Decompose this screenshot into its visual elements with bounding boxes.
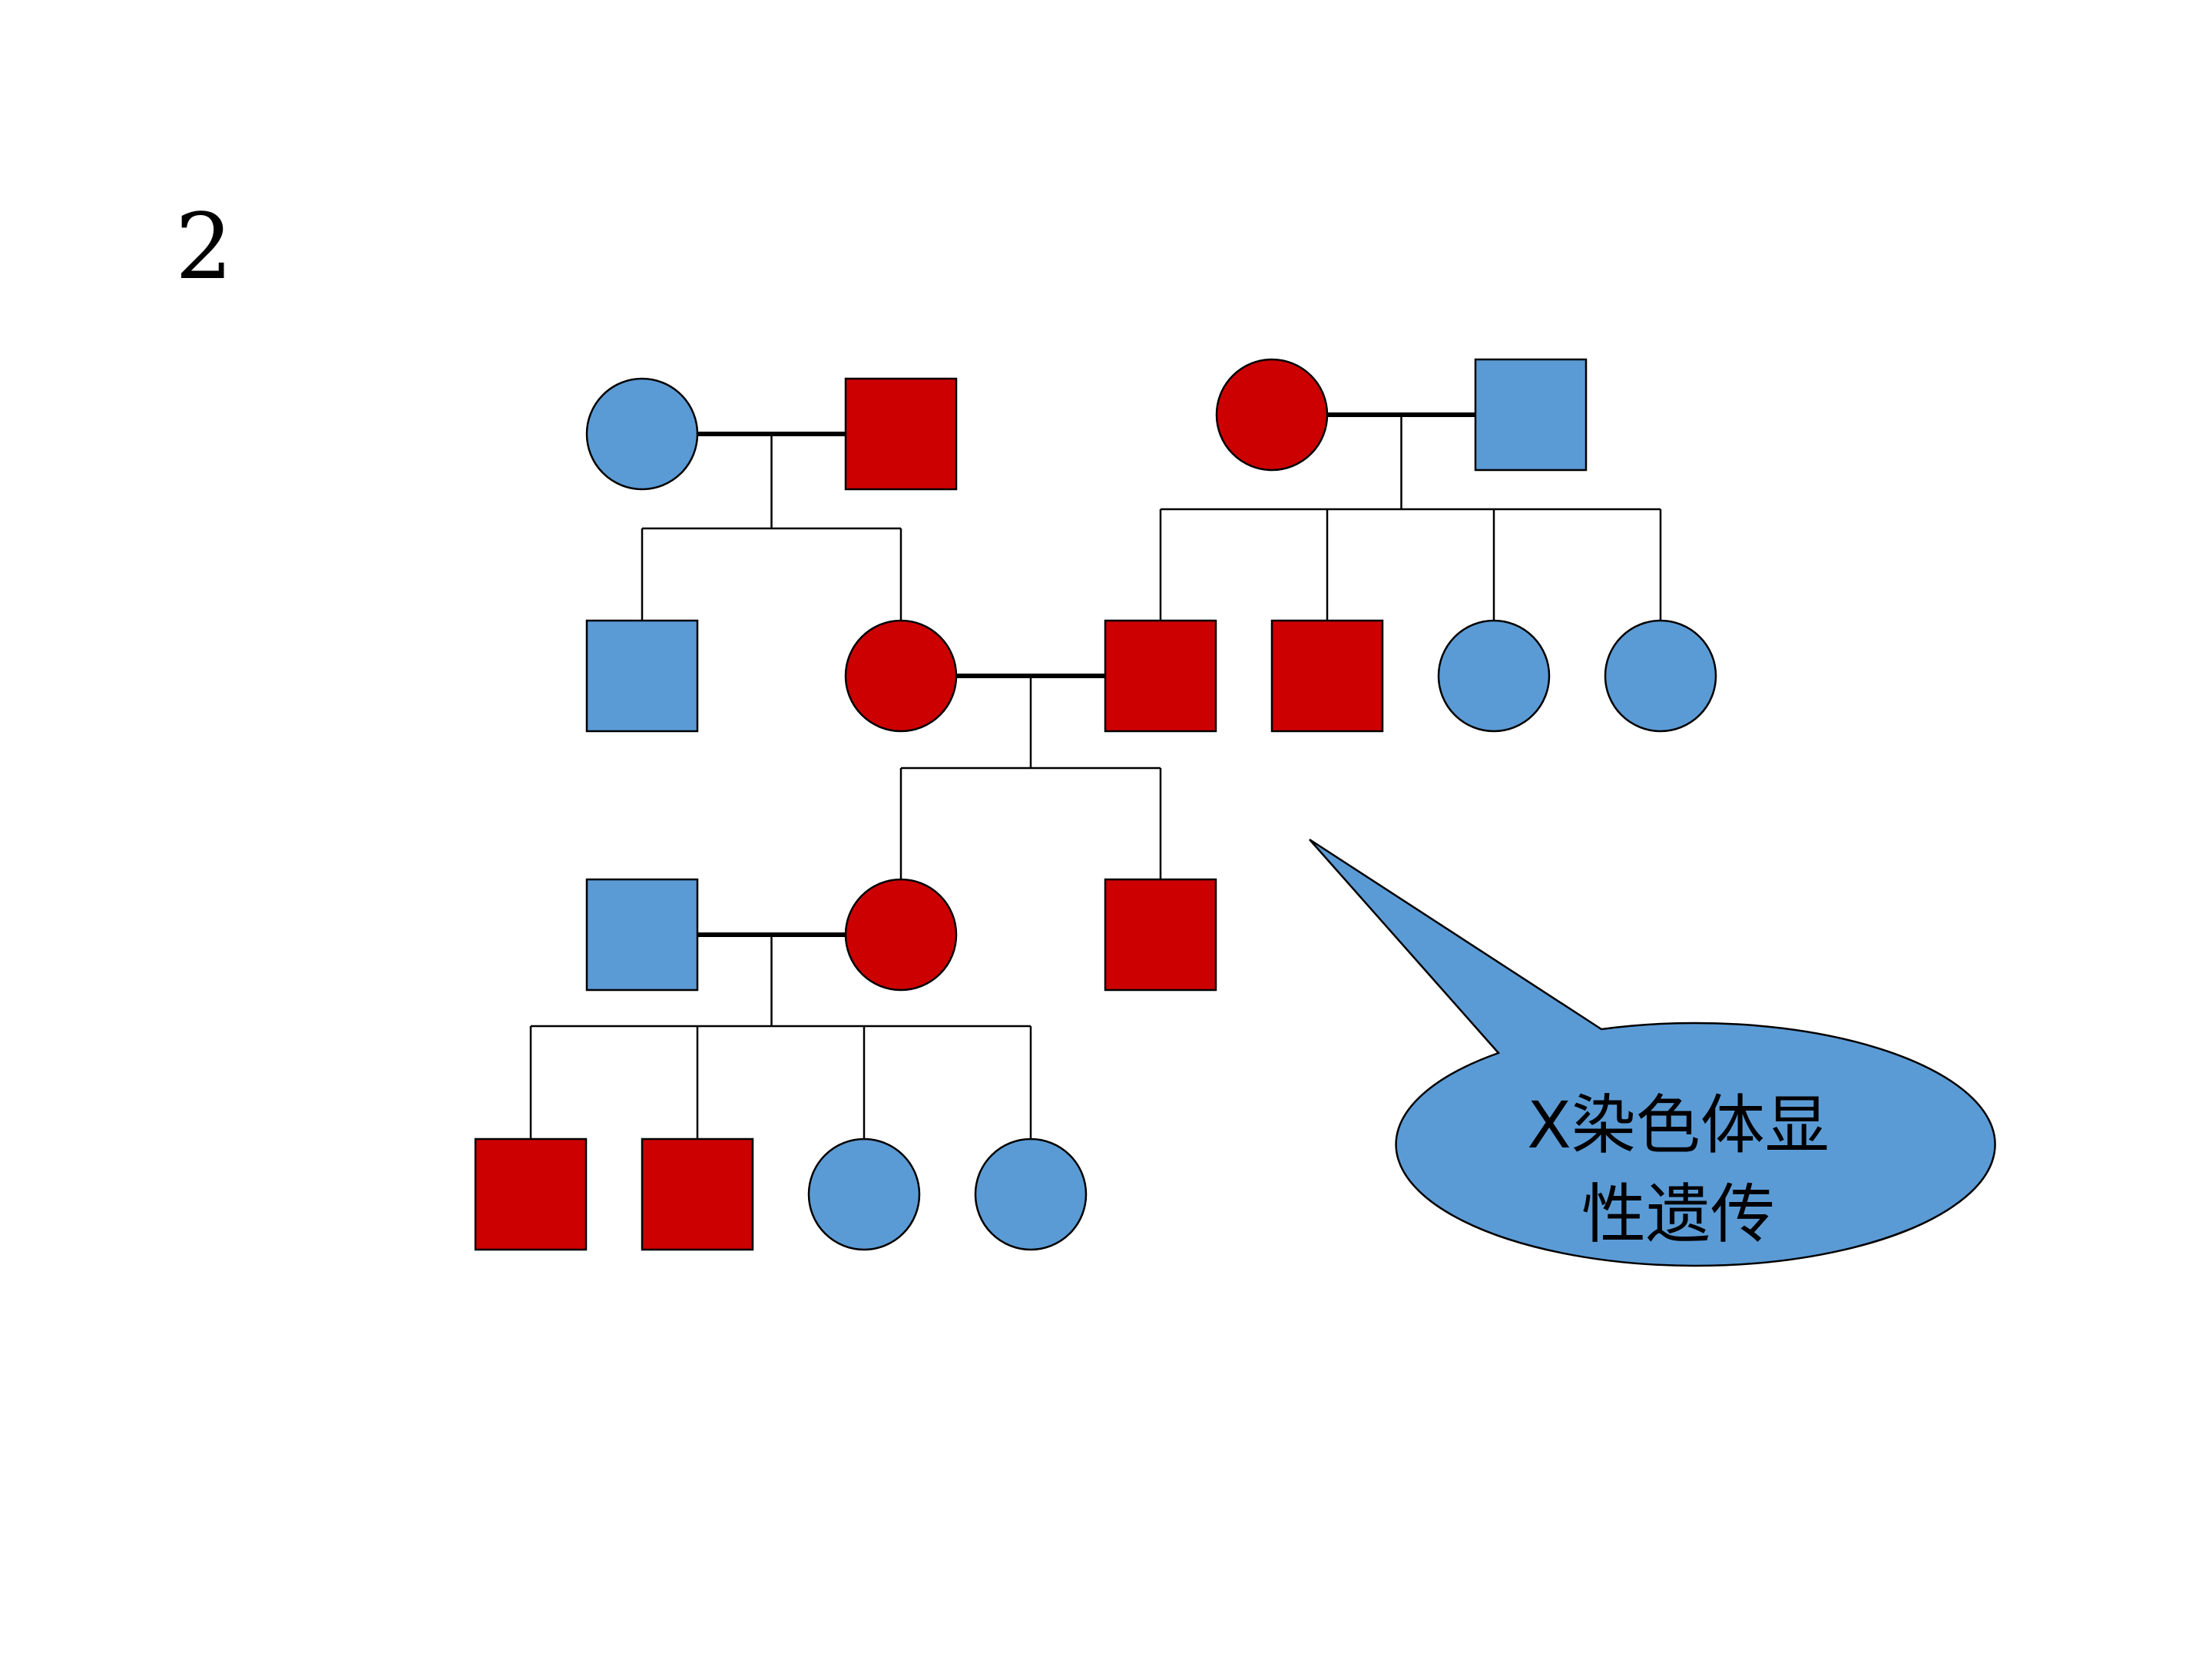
unaffected-female-IV-4 (974, 1137, 1088, 1251)
affected-male-II-3 (1104, 619, 1217, 733)
affected-female-III-2 (844, 878, 958, 992)
affected-male-I-2 (844, 377, 958, 491)
pedigree-lines (529, 412, 1662, 1139)
callout-line-2: 性遗传 (1581, 1177, 1775, 1252)
pedigree-individuals (474, 358, 1717, 1251)
unaffected-male-III-1 (585, 878, 699, 992)
callout-bubble: X染色体显 性遗传 (1309, 838, 1996, 1267)
affected-male-III-3 (1104, 878, 1217, 992)
unaffected-female-IV-3 (807, 1137, 921, 1251)
unaffected-female-II-5 (1437, 619, 1551, 733)
unaffected-male-I-4 (1474, 358, 1588, 472)
affected-male-IV-1 (474, 1137, 588, 1251)
affected-male-II-4 (1270, 619, 1384, 733)
slide-number: 2 (175, 194, 233, 300)
unaffected-male-II-1 (585, 619, 699, 733)
affected-female-II-2 (844, 619, 958, 733)
affected-female-I-3 (1215, 358, 1329, 472)
callout-line-1: X染色体显 (1527, 1088, 1830, 1163)
affected-male-IV-2 (641, 1137, 754, 1251)
callout-shape (1309, 838, 1996, 1267)
unaffected-female-II-6 (1604, 619, 1717, 733)
unaffected-female-I-1 (585, 377, 699, 491)
